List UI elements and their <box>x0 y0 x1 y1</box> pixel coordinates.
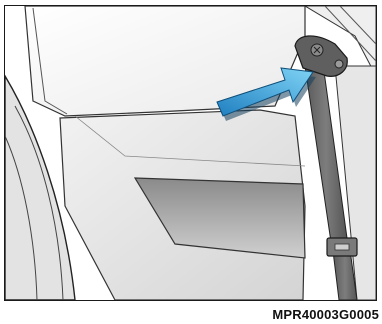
figure-code-label: MPR40003G0005 <box>272 307 379 322</box>
illustration-frame <box>4 5 377 301</box>
seat-belt-anchor-illustration <box>5 6 376 300</box>
door-trim-panel <box>60 110 305 300</box>
belt-tongue-plate <box>327 238 357 256</box>
